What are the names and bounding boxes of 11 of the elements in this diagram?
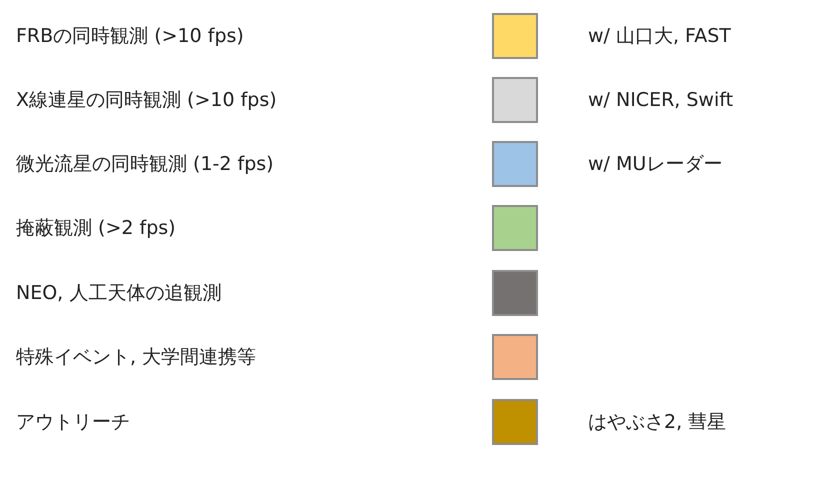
- note-text: w/ MUレーダー: [588, 152, 722, 176]
- legend-text: 特殊イベント, 大学間連携等: [16, 345, 256, 369]
- note-text: はやぶさ2, 彗星: [588, 410, 726, 434]
- legend-text: アウトリーチ: [16, 410, 130, 434]
- legend-text: NEO, 人工天体の追観測: [16, 281, 222, 305]
- legend-text: X線連星の同時観測 (>10 fps): [16, 88, 277, 112]
- legend-text: FRBの同時観測 (>10 fps): [16, 24, 244, 48]
- legend-text: 微光流星の同時観測 (1-2 fps): [16, 152, 274, 176]
- legend-text: 掩蔽観測 (>2 fps): [16, 216, 176, 240]
- note-text: w/ NICER, Swift: [588, 88, 734, 112]
- note-text: w/ 山口大, FAST: [588, 24, 731, 48]
